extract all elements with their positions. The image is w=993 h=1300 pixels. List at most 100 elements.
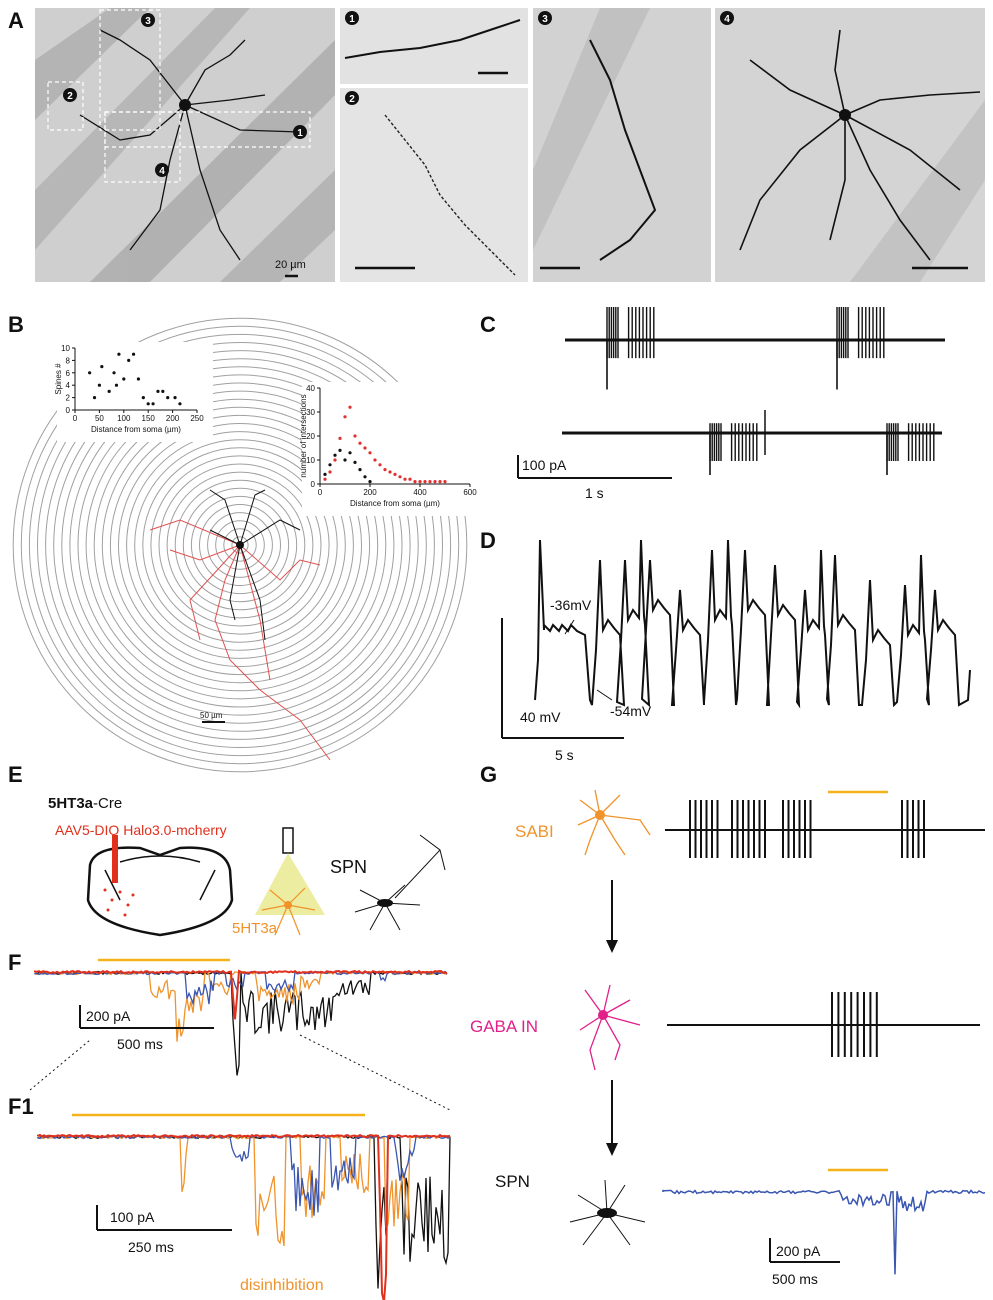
data-point — [173, 396, 177, 400]
sholl-ring — [223, 528, 257, 562]
x-tick-label: 50 — [95, 414, 104, 423]
data-point — [178, 402, 182, 406]
y-axis-label: Spines # — [54, 363, 63, 395]
sholl-ring — [28, 333, 452, 757]
y-tick-label: 40 — [306, 384, 315, 393]
data-point — [433, 480, 437, 484]
data-point — [146, 402, 150, 406]
sholl-ring — [37, 342, 443, 748]
sabi-label: SABI — [515, 822, 554, 841]
spn-current-trace — [662, 1189, 986, 1275]
data-point — [114, 383, 119, 387]
cell-5ht3a-label: 5HT3a — [232, 920, 278, 937]
x-tick-label: 600 — [463, 488, 477, 497]
panel-a-main-image: 3 2 1 4 20 µm — [35, 8, 335, 282]
gaba-in-label: GABA IN — [470, 1017, 538, 1036]
data-point — [122, 377, 126, 381]
data-point — [408, 477, 412, 481]
data-point — [358, 468, 362, 472]
panel-label-b: B — [8, 312, 24, 337]
data-point — [383, 468, 387, 472]
sholl-ring — [53, 358, 427, 732]
panel-label-e: E — [8, 762, 23, 787]
x-tick-label: 200 — [166, 414, 180, 423]
data-point — [156, 389, 160, 393]
data-point — [398, 475, 402, 479]
panel-f1-time-scale: 250 ms — [128, 1239, 174, 1255]
panel-label-a: A — [8, 8, 24, 33]
chart-background — [302, 382, 486, 516]
data-point — [348, 405, 352, 409]
light-cone-drawing — [255, 827, 325, 936]
sholl-ring — [20, 325, 460, 765]
panel-label-c: C — [480, 312, 496, 337]
data-point — [368, 451, 372, 455]
virus-label: AAV5-DIO Halo3.0-mcherry — [55, 822, 227, 838]
sholl-ring — [134, 439, 346, 651]
panel-f-current-scale: 200 pA — [86, 1008, 131, 1024]
data-point — [88, 371, 92, 375]
data-point — [353, 460, 357, 464]
panel-label-f1: F1 — [8, 1094, 34, 1119]
svg-text:4: 4 — [724, 14, 730, 25]
sabi-spike-train — [665, 800, 985, 858]
x-tick-label: 400 — [413, 488, 427, 497]
data-point — [127, 358, 131, 362]
data-point — [323, 472, 327, 476]
sholl-ring — [150, 455, 330, 635]
data-point — [141, 396, 145, 400]
y-tick-label: 10 — [61, 344, 70, 353]
gaba-cell-drawing — [579, 984, 641, 1071]
svg-text:2: 2 — [349, 94, 355, 105]
x-tick-label: 200 — [363, 488, 377, 497]
y-axis-label: number of intersections — [299, 394, 308, 477]
panel-label-g: G — [480, 762, 497, 787]
x-tick-label: 250 — [190, 414, 204, 423]
panel-f-time-scale: 500 ms — [117, 1036, 163, 1052]
panel-a-inset-4: 4 — [715, 8, 985, 282]
sholl-rings — [12, 317, 468, 773]
panel-c-current-scale: 100 pA — [522, 457, 567, 473]
x-tick-label: 0 — [318, 488, 323, 497]
data-point — [348, 451, 352, 455]
sholl-ring — [182, 487, 298, 603]
panel-b-tracings: 50 µm — [149, 489, 331, 761]
x-axis-label: Distance from soma (µm) — [350, 499, 440, 508]
panel-e-title: 5HT3a-Cre — [48, 795, 122, 812]
data-point — [423, 480, 427, 484]
sholl-ring — [77, 382, 403, 708]
y-tick-label: 2 — [66, 394, 71, 403]
cell-spn-label-e: SPN — [330, 857, 367, 877]
sholl-ring — [93, 398, 387, 692]
sholl-ring — [199, 504, 281, 586]
sholl-ring — [142, 447, 338, 643]
data-point — [166, 396, 170, 400]
sholl-ring — [231, 536, 249, 554]
panel-label-d: D — [480, 528, 496, 553]
data-point — [323, 477, 327, 481]
data-point — [368, 480, 372, 484]
panel-g-time-scale: 500 ms — [772, 1271, 818, 1287]
panel-label-f: F — [8, 950, 21, 975]
data-point — [353, 434, 357, 438]
panel-f-traces — [29, 969, 451, 1111]
sholl-ring — [101, 406, 379, 684]
svg-text:1: 1 — [349, 14, 355, 25]
sholl-ring — [118, 423, 362, 667]
data-point — [338, 436, 342, 440]
panel-a-inset-3: 3 — [533, 8, 711, 282]
svg-text:3: 3 — [542, 14, 548, 25]
data-point — [136, 377, 141, 381]
y-tick-label: 30 — [306, 408, 315, 417]
panel-g-current-scale: 200 pA — [776, 1243, 821, 1259]
y-tick-label: 6 — [66, 369, 71, 378]
data-point — [151, 402, 155, 406]
data-point — [363, 475, 367, 479]
panel-a-inset-2: 2 — [340, 88, 528, 282]
svg-text:4: 4 — [159, 166, 165, 177]
svg-text:3: 3 — [145, 16, 151, 27]
data-point — [92, 396, 97, 400]
